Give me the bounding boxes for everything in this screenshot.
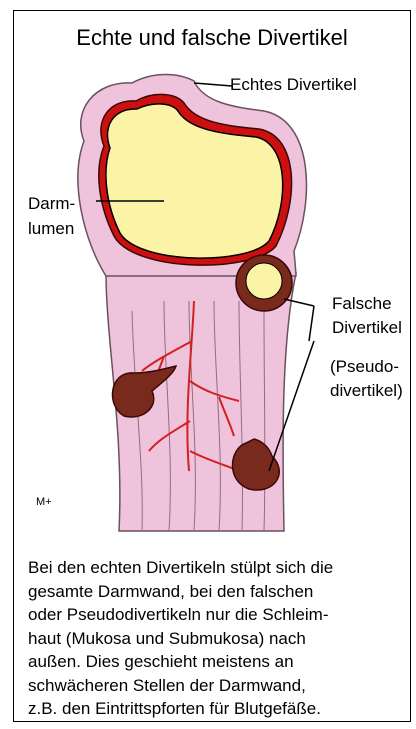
label-echtes-divertikel: Echtes Divertikel	[230, 74, 357, 96]
caption-line: gesamte Darmwand, bei den falschen	[28, 580, 408, 604]
false-diverticulum-upper-lumen	[246, 263, 282, 299]
watermark-mplus: M+	[36, 496, 52, 508]
label-pseudo-2: divertikel)	[330, 380, 403, 402]
label-darmlumen-1: Darm-	[28, 193, 75, 215]
caption-line: Bei den echten Divertikeln stülpt sich d…	[28, 556, 408, 580]
label-pseudo-1: (Pseudo-	[330, 356, 399, 378]
caption-line: außen. Dies geschieht meistens an	[28, 650, 408, 674]
label-falsche-1: Falsche	[332, 293, 392, 315]
figure-frame: Echte und falsche Divertikel	[13, 10, 411, 722]
label-falsche-2: Divertikel	[332, 317, 402, 339]
caption-line: haut (Mukosa und Submukosa) nach	[28, 627, 408, 651]
caption-line: oder Pseudodivertikeln nur die Schleim-	[28, 603, 408, 627]
label-darmlumen-2: lumen	[28, 218, 74, 240]
caption: Bei den echten Divertikeln stülpt sich d…	[28, 556, 408, 721]
caption-line: schwächeren Stellen der Darmwand,	[28, 674, 408, 698]
caption-line: z.B. den Eintrittspforten für Blutgefäße…	[28, 697, 408, 721]
